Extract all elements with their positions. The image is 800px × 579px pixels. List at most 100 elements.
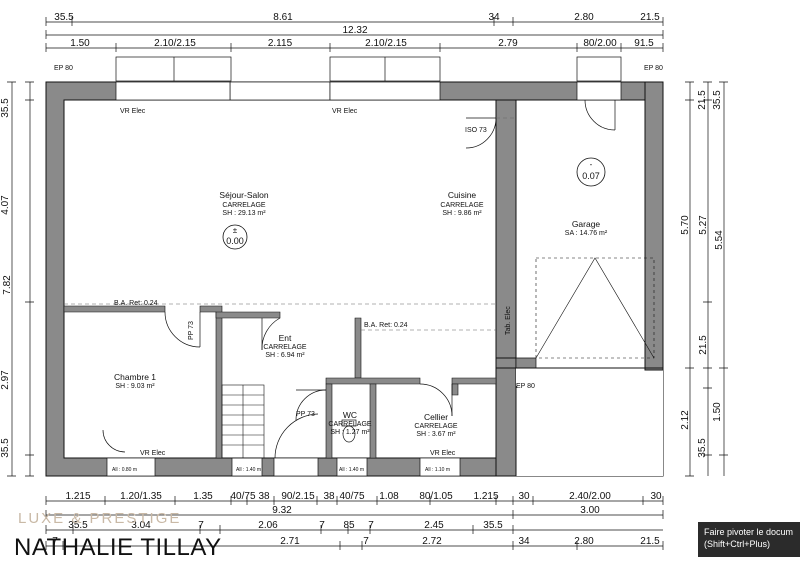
- room-garage-name: Garage: [572, 219, 601, 229]
- dim-bot-r3-7: 7: [368, 520, 374, 531]
- level-garage-sign: -: [590, 160, 593, 169]
- tooltip-line-1: Faire pivoter le docum: [704, 527, 794, 537]
- dim-right-c2-3: 21.5: [698, 335, 709, 355]
- dim-bot-14: 30: [650, 491, 662, 502]
- dim-right-c1-2: 5.70: [680, 215, 691, 235]
- dim-bot-4: 40/75: [230, 491, 255, 502]
- all-label-1: All : 0.80 m: [112, 467, 137, 473]
- room-chambre-area: SH : 9.03 m²: [115, 383, 155, 390]
- dim-top-2: 8.61: [273, 12, 293, 23]
- room-labels: Séjour-Salon CARRELAGE SH : 29.13 m² Cui…: [114, 190, 608, 438]
- room-garage-area: SA : 14.76 m²: [565, 230, 608, 237]
- dim-right-c3-1: 5.54: [714, 230, 725, 250]
- room-wc-floor: CARRELAGE: [328, 421, 372, 428]
- room-entree-floor: CARRELAGE: [263, 344, 307, 351]
- dim-bot-r4-4: 2.72: [422, 536, 442, 547]
- dim-bot-3: 1.35: [193, 491, 213, 502]
- dim-bot-r3-8: 2.45: [424, 520, 444, 531]
- dim-bot-r3-9: 35.5: [483, 520, 503, 531]
- dim-top-r3-2: 2.10/2.15: [154, 38, 196, 49]
- tab-elec-label: Tab. Elec: [505, 306, 512, 335]
- room-cuisine-floor: CARRELAGE: [440, 202, 484, 209]
- pp73-label-1: PP 73: [188, 321, 195, 340]
- watermark: LUXE & PRESTIGE: [18, 510, 182, 527]
- dim-bot-13: 2.40/2.00: [569, 491, 611, 502]
- doors: [102, 99, 616, 459]
- dim-left-3: 2.97: [0, 370, 11, 390]
- dim-right-c2-1: 35.5: [712, 90, 723, 110]
- room-cellier-floor: CARRELAGE: [414, 423, 458, 430]
- vr-elec-label-4: VR Elec: [430, 450, 456, 457]
- dim-bot-r4-7: 21.5: [640, 536, 660, 547]
- dim-bot-10: 80/1.05: [419, 491, 453, 502]
- dim-bot-12: 30: [518, 491, 530, 502]
- dim-top-r3-3: 2.115: [268, 38, 293, 49]
- ba-ret-label-1: B.A. Ret: 0.24: [114, 300, 158, 307]
- dim-top-r3-4: 2.10/2.15: [365, 38, 407, 49]
- dim-bot-r4-3: 7: [363, 536, 369, 547]
- toilet-symbol: [341, 419, 357, 443]
- dim-bot-1: 1.215: [65, 491, 90, 502]
- dim-top-3: 34: [488, 12, 500, 23]
- all-label-4: All : 1.10 m: [425, 467, 450, 473]
- level-main-sign: ±: [233, 226, 238, 235]
- tooltip-line-2: (Shift+Ctrl+Plus): [704, 539, 771, 549]
- dim-bot-11: 1.215: [473, 491, 498, 502]
- room-cellier-name: Cellier: [424, 412, 448, 422]
- dim-bot-total: 9.32: [272, 505, 292, 516]
- dimension-labels: 35.5 8.61 34 2.80 21.5 12.32 1.50 2.10/2…: [0, 12, 725, 547]
- room-wc-name: WC: [343, 410, 357, 420]
- dim-left-2: 4.07: [0, 195, 11, 215]
- dim-top-r3-7: 91.5: [634, 38, 654, 49]
- dim-bot-r4-5: 34: [518, 536, 530, 547]
- ep-label-garage: EP 80: [516, 383, 535, 390]
- room-chambre-name: Chambre 1: [114, 372, 156, 382]
- vr-elec-label-2: VR Elec: [332, 108, 358, 115]
- dim-bot-2: 1.20/1.35: [120, 491, 162, 502]
- garage-door: [535, 257, 655, 359]
- room-sejour-floor: CARRELAGE: [222, 202, 266, 209]
- dim-bot-r3-1: 35.5: [68, 520, 88, 531]
- dim-bot-7: 38: [323, 491, 335, 502]
- vr-elec-label-1: VR Elec: [120, 108, 146, 115]
- all-label-2: All : 1.40 m: [236, 467, 261, 473]
- dim-bot-r4-1: 7: [52, 536, 58, 547]
- level-main-value: 0.00: [226, 236, 244, 246]
- level-garage-value: 0.07: [582, 171, 600, 181]
- dim-bot-r3-4: 2.06: [258, 520, 278, 531]
- dim-bot-r3-5: 7: [319, 520, 325, 531]
- iso-label: ISO 73: [465, 127, 487, 134]
- dim-right-c1-3: 2.12: [680, 410, 691, 430]
- dashed-lines: [64, 117, 516, 331]
- dim-bot-8: 40/75: [339, 491, 364, 502]
- ep-label-right: EP 80: [644, 65, 663, 72]
- room-cellier-area: SH : 3.67 m²: [416, 431, 456, 438]
- stairs: [221, 384, 265, 459]
- annotation-labels: EP 80 EP 80 EP 80 VR Elec VR Elec VR Ele…: [54, 65, 663, 473]
- dim-right-c3-2: 35.5: [697, 438, 708, 458]
- dim-top-r3-6: 80/2.00: [583, 38, 617, 49]
- room-sejour-name: Séjour-Salon: [219, 190, 268, 200]
- all-label-3: All : 1.40 m: [339, 467, 364, 473]
- dimension-lines: [7, 17, 728, 550]
- dim-top-total: 12.32: [342, 25, 367, 36]
- dim-bot-6: 90/2.15: [281, 491, 315, 502]
- rotate-tooltip: Faire pivoter le docum (Shift+Ctrl+Plus): [698, 522, 800, 557]
- room-entree-name: Ent: [279, 333, 292, 343]
- walls: [45, 81, 664, 477]
- vr-elec-label-3: VR Elec: [140, 450, 166, 457]
- dim-bot-r3-2: 3.04: [131, 520, 151, 531]
- dim-bot-r4-2: 2.71: [280, 536, 300, 547]
- room-cuisine-area: SH : 9.86 m²: [442, 210, 482, 217]
- dim-top-4: 2.80: [574, 12, 594, 23]
- dim-top-r3-1: 1.50: [70, 38, 90, 49]
- pp73-label-2: PP 73: [296, 411, 315, 418]
- level-marker-garage: [576, 157, 606, 187]
- dim-bot-9: 1.08: [379, 491, 399, 502]
- dim-top-5: 21.5: [640, 12, 660, 23]
- dim-bot-5: 38: [258, 491, 270, 502]
- room-sejour-area: SH : 29.13 m²: [222, 210, 266, 217]
- dim-bot-r3-3: 7: [198, 520, 204, 531]
- dim-top-r3-5: 2.79: [498, 38, 518, 49]
